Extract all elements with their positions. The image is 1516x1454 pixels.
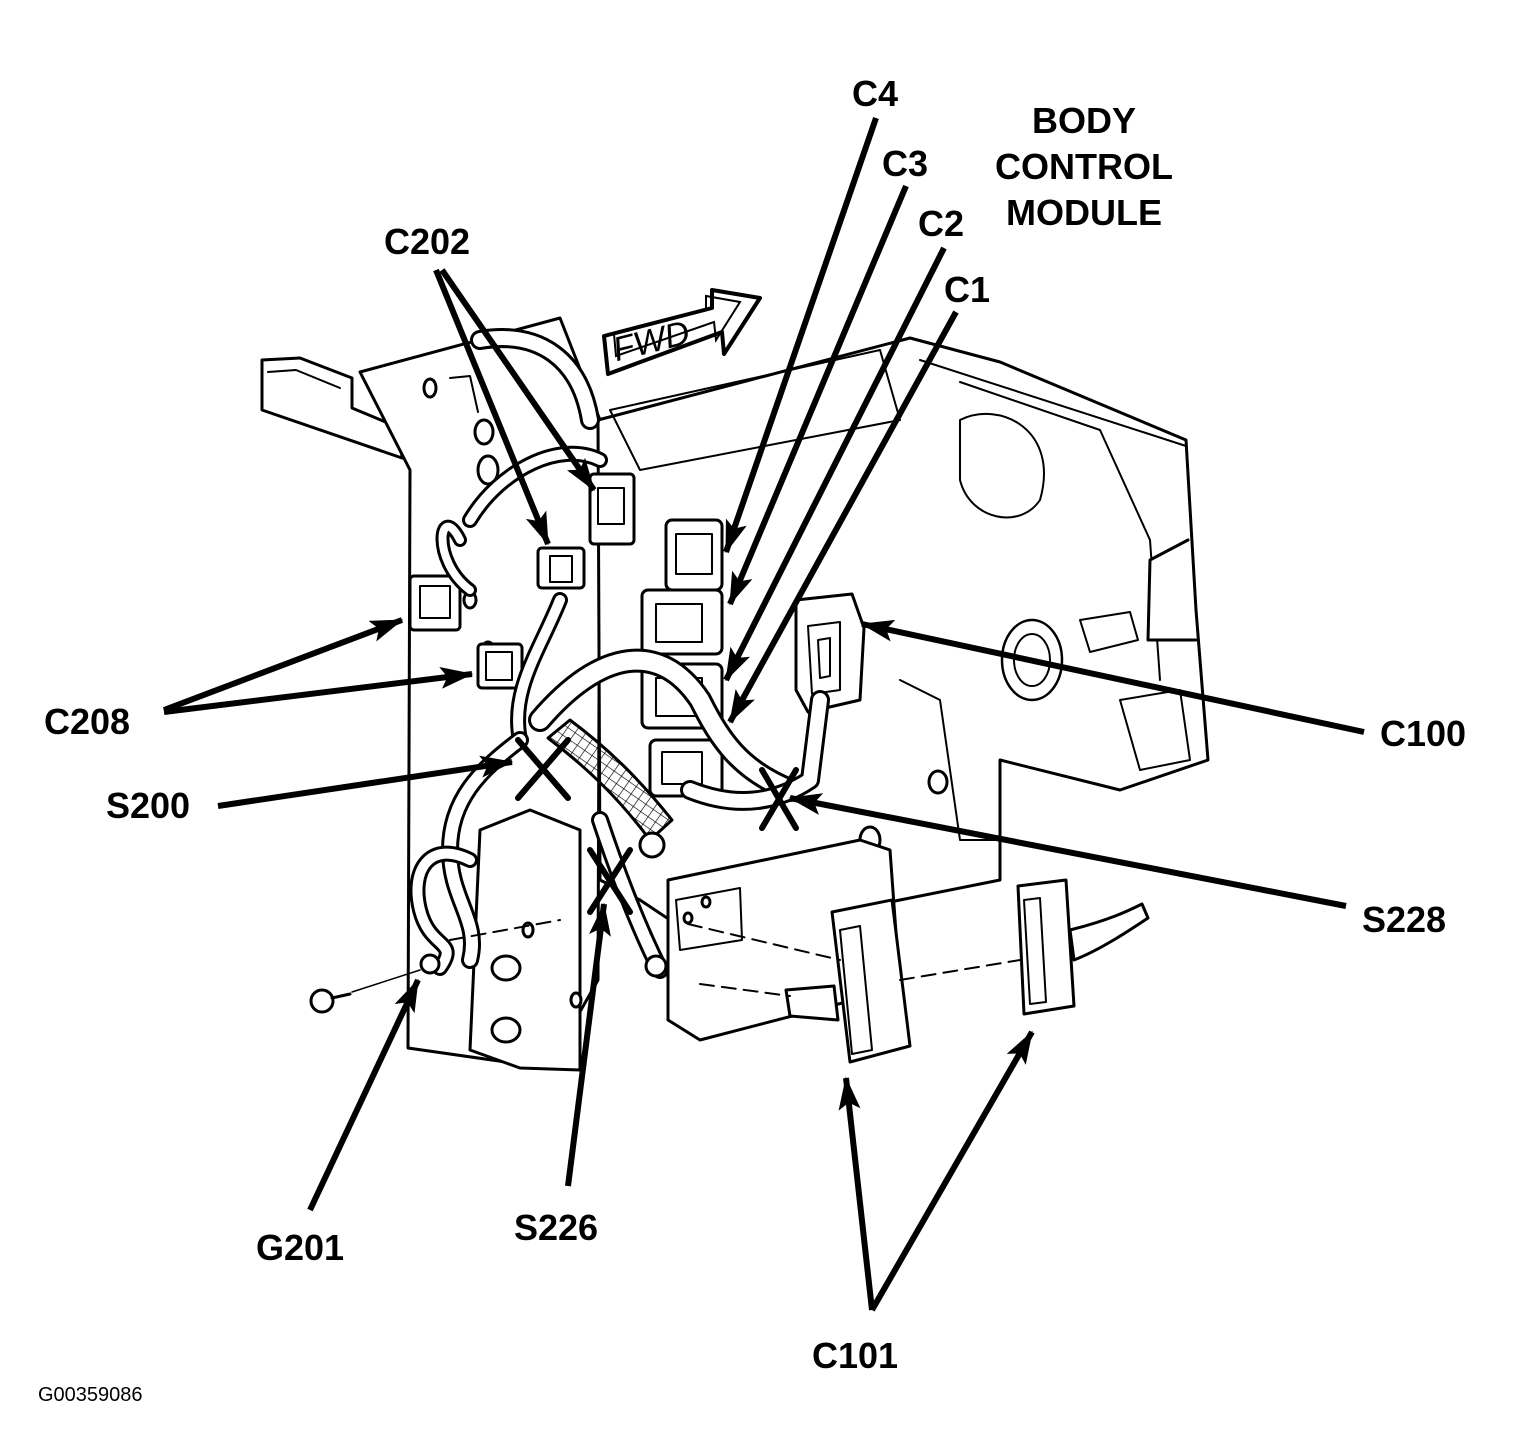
module-title-line-3: MODULE [1006, 192, 1162, 233]
leader-c202-a [439, 268, 597, 492]
label-c4: C4 [852, 73, 899, 114]
label-c208: C208 [44, 701, 131, 742]
label-s228: S228 [1362, 899, 1447, 940]
fwd-label: FWD [609, 314, 693, 370]
module-title-line-1: BODY [1031, 100, 1136, 141]
leader-s228 [788, 793, 1347, 909]
leader-c2 [723, 246, 947, 682]
leader-c4 [723, 117, 879, 554]
leader-c208-a [162, 617, 404, 713]
leader-c208-b [163, 666, 474, 715]
figure-id: G00359086 [38, 1384, 143, 1406]
leader-c3 [727, 184, 909, 606]
label-c2: C2 [918, 203, 965, 244]
leader-g201 [307, 978, 421, 1212]
leader-c101-b [869, 1030, 1035, 1312]
label-c3: C3 [882, 143, 929, 184]
leader-c101-a [838, 1076, 875, 1311]
module-title: BODY CONTROL MODULE [960, 98, 1208, 236]
label-g201: G201 [256, 1227, 345, 1268]
leader-c1 [727, 310, 959, 724]
label-c101: C101 [812, 1335, 899, 1376]
bracket-drawing [260, 316, 1210, 1072]
leader-c100 [860, 619, 1365, 735]
label-s226: S226 [514, 1207, 599, 1248]
leader-lines [162, 117, 1365, 1312]
leader-s226 [565, 902, 611, 1187]
leader-c202-b [433, 268, 551, 546]
module-title-line-2: CONTROL [995, 146, 1173, 187]
label-s200: S200 [106, 785, 191, 826]
leader-s200 [217, 755, 514, 809]
forward-direction-arrow: FWD [602, 288, 762, 376]
label-c100: C100 [1380, 713, 1467, 754]
label-c202: C202 [384, 221, 471, 262]
label-c1: C1 [944, 269, 991, 310]
